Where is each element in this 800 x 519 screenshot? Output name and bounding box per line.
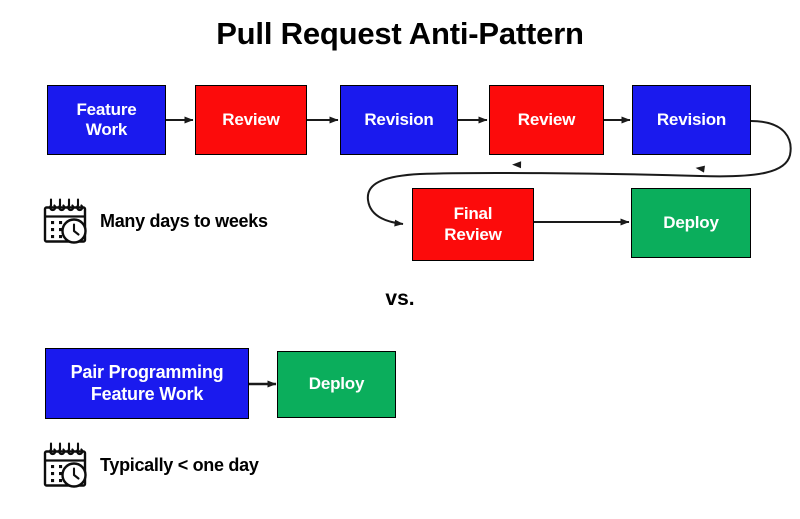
- node-label: Deploy: [308, 374, 365, 394]
- node-label: Review: [222, 109, 280, 129]
- node-label: Final Review: [444, 204, 502, 244]
- node-revision-1[interactable]: Revision: [340, 85, 458, 155]
- node-final-review[interactable]: Final Review: [412, 188, 534, 261]
- node-revision-2[interactable]: Revision: [632, 85, 751, 155]
- node-deploy-top[interactable]: Deploy: [631, 188, 751, 258]
- node-review-2[interactable]: Review: [489, 85, 604, 155]
- page-title: Pull Request Anti-Pattern: [216, 16, 584, 51]
- loop-arrowhead-left: [512, 161, 522, 169]
- duration-note-text: Typically < one day: [100, 454, 259, 475]
- comparison-label: vs.: [385, 287, 415, 310]
- node-label: Feature Work: [76, 99, 137, 139]
- node-deploy-bottom[interactable]: Deploy: [277, 351, 396, 418]
- node-label: Revision: [656, 109, 727, 129]
- loop-arrowhead-right: [695, 165, 705, 173]
- calendar-clock-icon: [41, 440, 91, 490]
- node-feature-work[interactable]: Feature Work: [47, 85, 166, 155]
- node-label: Revision: [364, 109, 434, 129]
- node-label: Pair Programming Feature Work: [70, 362, 224, 404]
- node-pair-programming[interactable]: Pair Programming Feature Work: [45, 348, 249, 419]
- calendar-clock-icon: [41, 196, 91, 246]
- node-label: Deploy: [663, 212, 719, 232]
- duration-note-pair-programming: Typically < one day: [41, 440, 259, 490]
- duration-note-text: Many days to weeks: [100, 210, 268, 231]
- node-label: Review: [517, 109, 576, 129]
- duration-note-anti-pattern: Many days to weeks: [41, 196, 268, 246]
- node-review-1[interactable]: Review: [195, 85, 307, 155]
